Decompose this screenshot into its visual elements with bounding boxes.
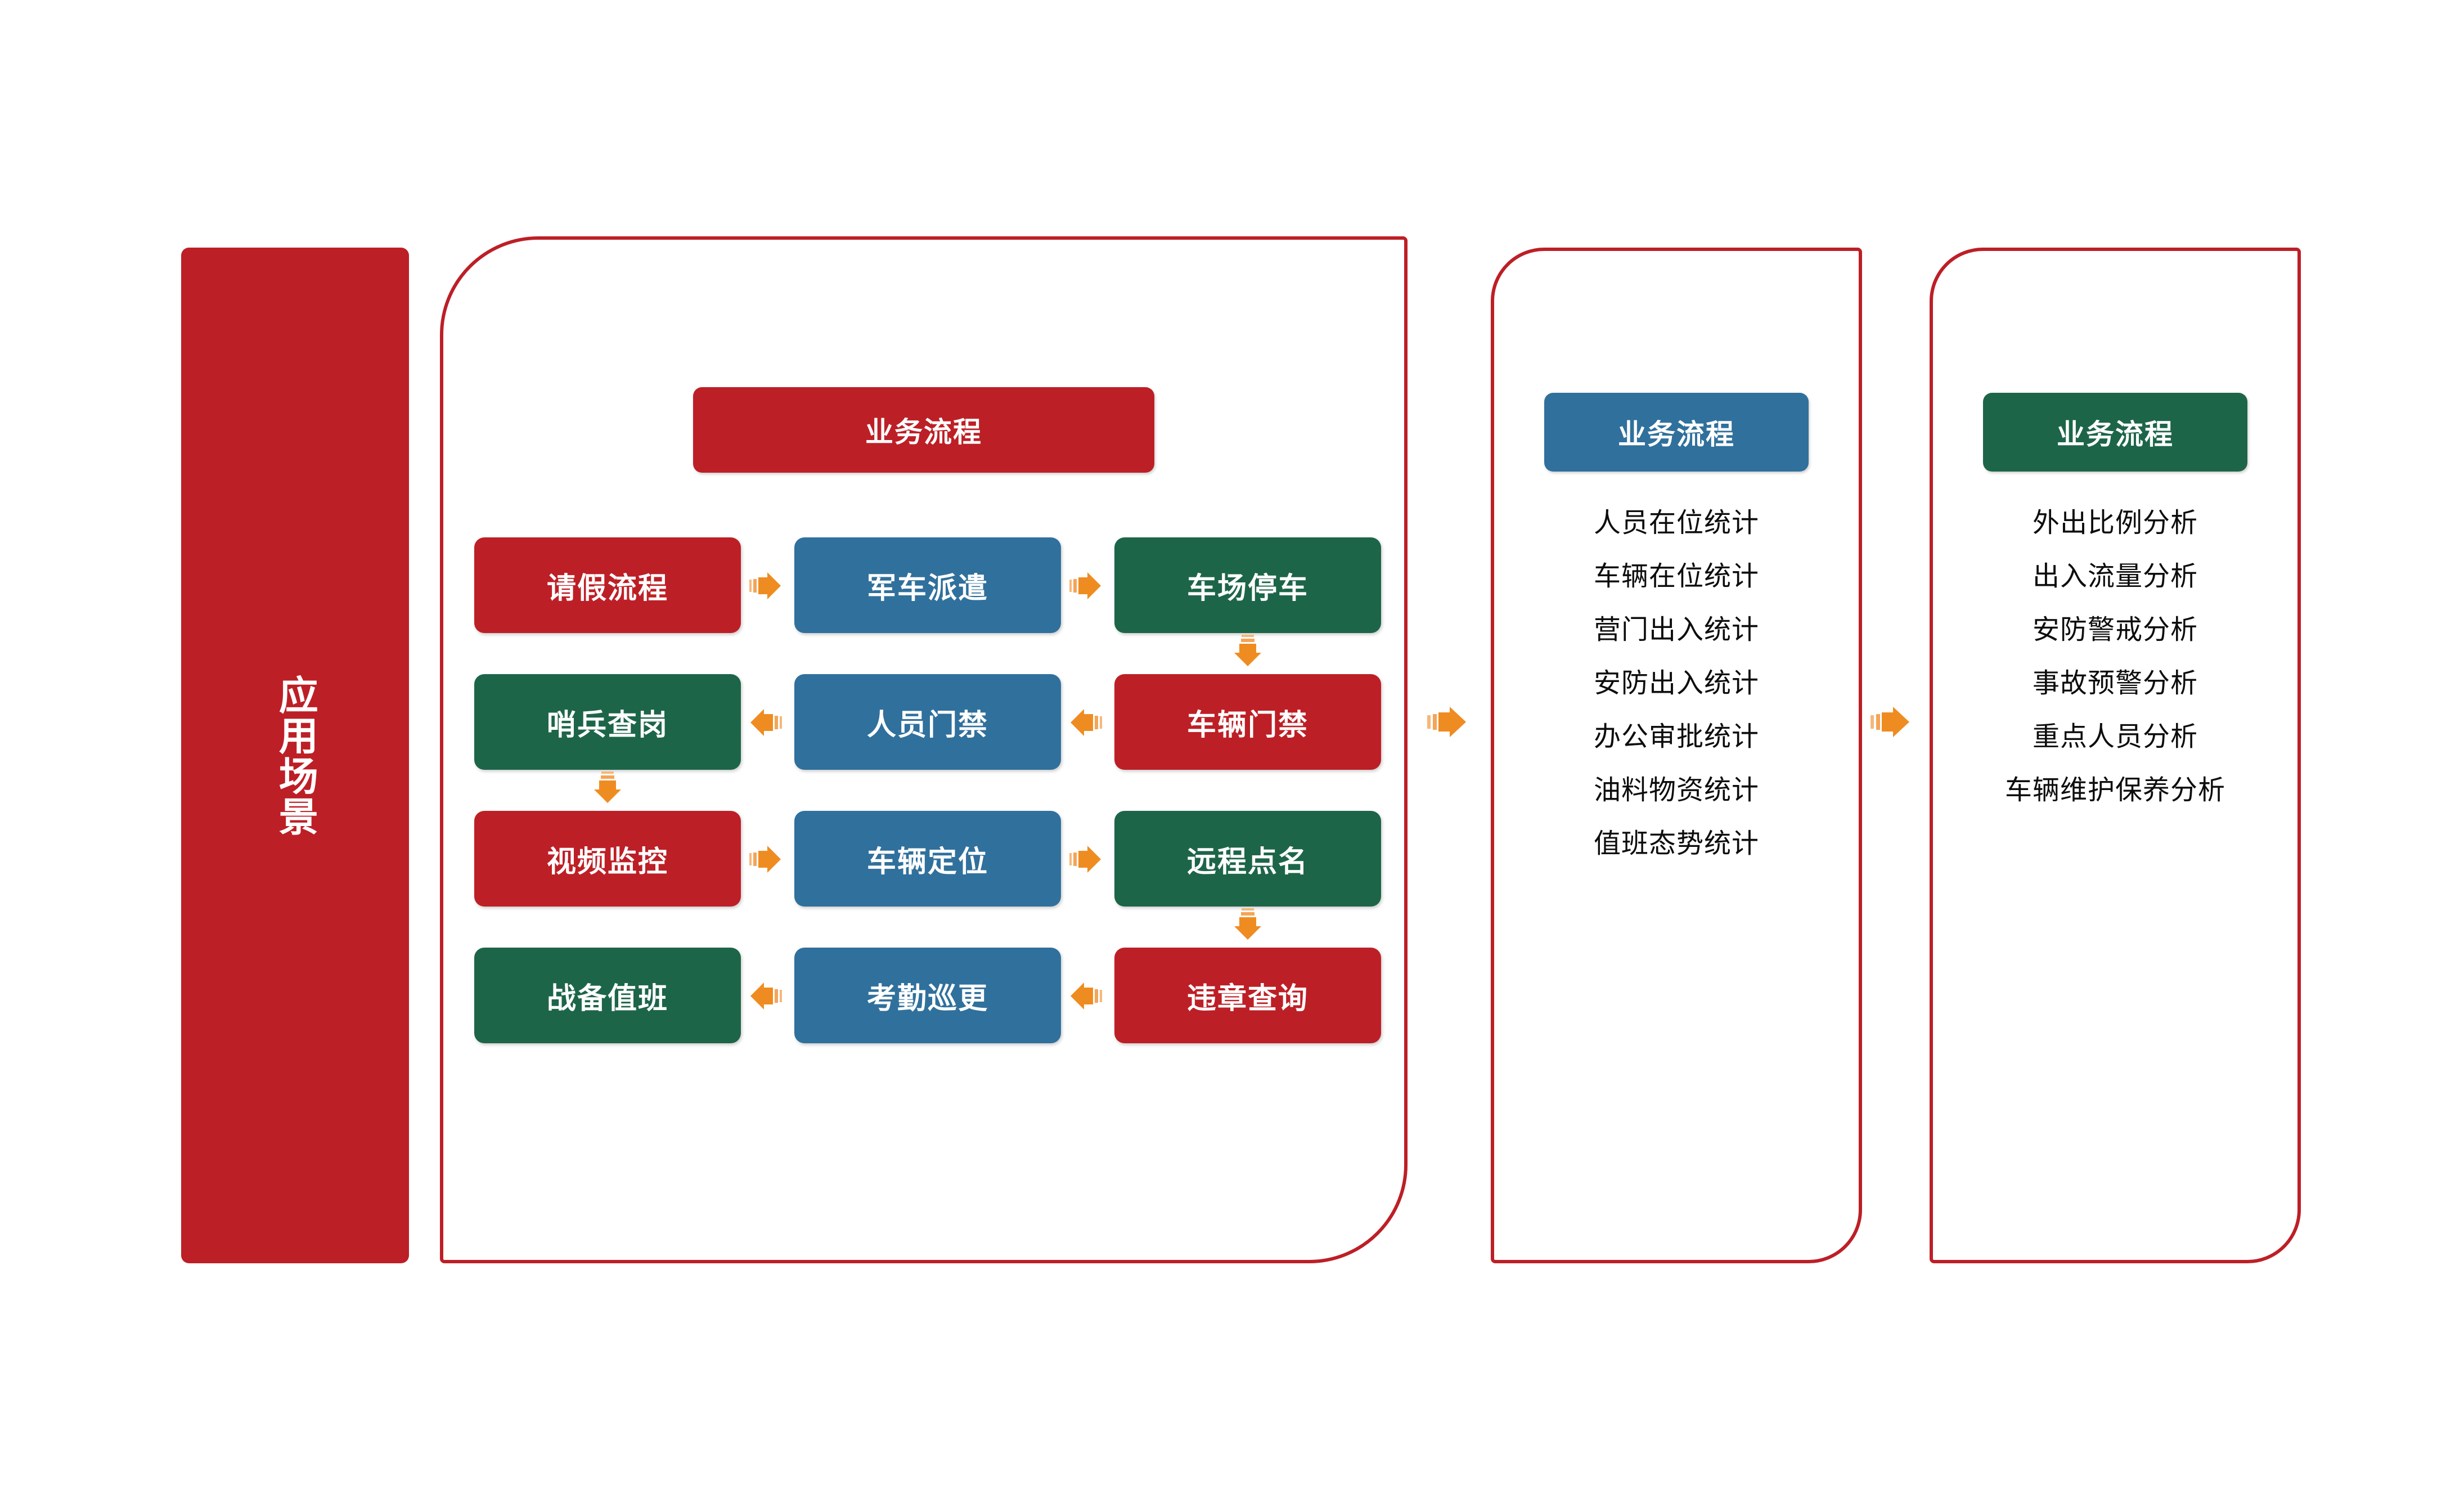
flow-box-label: 人员门禁	[866, 708, 988, 742]
flow-box-remote-roll-call[interactable]: 远程点名	[1114, 811, 1381, 907]
flow-box-label: 远程点名	[1186, 845, 1309, 879]
flow-box-sentry-check[interactable]: 哨兵查岗	[474, 674, 741, 770]
flow-box-label: 哨兵查岗	[546, 708, 668, 742]
list-item: 车辆维护保养分析	[2004, 774, 2225, 806]
flow-box-label: 战备值班	[546, 981, 668, 1016]
list-item: 值班态势统计	[1593, 828, 1759, 859]
flow-box-vehicle-positioning[interactable]: 车辆定位	[794, 811, 1061, 907]
list-item: 办公审批统计	[1593, 721, 1759, 752]
arrow-left-icon	[749, 981, 782, 1011]
business-statistics-list: 人员在位统计 车辆在位统计 营门出入统计 安防出入统计 办公审批统计 油料物资统…	[1491, 509, 1862, 883]
arrow-down-icon	[1233, 908, 1263, 941]
arrow-left-icon	[1069, 981, 1102, 1011]
arrow-right-icon	[749, 844, 782, 874]
flow-box-violation-query[interactable]: 违章查询	[1114, 948, 1381, 1043]
flow-box-leave-process[interactable]: 请假流程	[474, 537, 741, 633]
flow-box-vehicle-access-control[interactable]: 车辆门禁	[1114, 674, 1381, 770]
list-item: 车辆在位统计	[1593, 560, 1759, 592]
mid-panel-header-label: 业务流程	[1618, 418, 1735, 451]
arrow-right-icon	[1069, 844, 1102, 874]
flow-box-label: 视频监控	[546, 845, 668, 879]
list-item: 人员在位统计	[1593, 507, 1759, 539]
connector-arrow-right-icon	[1871, 705, 1911, 739]
right-panel-header-chip: 业务流程	[1983, 393, 2247, 472]
arrow-left-icon	[1069, 707, 1102, 738]
arrow-down-icon	[592, 771, 623, 804]
application-scenario-label: 应用场景	[272, 674, 319, 837]
list-item: 安防警戒分析	[2032, 614, 2198, 645]
main-panel-header-chip: 业务流程	[693, 387, 1154, 473]
flow-box-personnel-access-control[interactable]: 人员门禁	[794, 674, 1061, 770]
arrow-down-icon	[1233, 635, 1263, 667]
arrow-right-icon	[1069, 571, 1102, 601]
flow-box-attendance-patrol[interactable]: 考勤巡更	[794, 948, 1061, 1043]
list-item: 出入流量分析	[2032, 560, 2198, 592]
list-item: 营门出入统计	[1593, 614, 1759, 645]
list-item: 安防出入统计	[1593, 667, 1759, 699]
right-panel-header-label: 业务流程	[2057, 418, 2174, 451]
flow-box-label: 军车派遣	[866, 571, 988, 605]
application-scenario-banner: 应用场景	[181, 248, 409, 1263]
flow-box-label: 车场停车	[1186, 571, 1309, 605]
flow-box-military-vehicle-dispatch[interactable]: 军车派遣	[794, 537, 1061, 633]
flow-box-video-surveillance[interactable]: 视频监控	[474, 811, 741, 907]
flow-box-label: 考勤巡更	[866, 981, 988, 1016]
arrow-left-icon	[749, 707, 782, 738]
business-analysis-list: 外出比例分析 出入流量分析 安防警戒分析 事故预警分析 重点人员分析 车辆维护保…	[1930, 509, 2301, 830]
list-item: 油料物资统计	[1593, 774, 1759, 806]
connector-arrow-right-icon	[1427, 705, 1468, 739]
main-panel-header-label: 业务流程	[865, 416, 982, 448]
flow-box-combat-readiness-duty[interactable]: 战备值班	[474, 948, 741, 1043]
flow-box-label: 请假流程	[546, 571, 668, 605]
list-item: 事故预警分析	[2032, 667, 2198, 699]
flow-box-label: 车辆门禁	[1186, 708, 1309, 742]
flow-box-label: 车辆定位	[866, 845, 988, 879]
flow-box-label: 违章查询	[1186, 981, 1309, 1016]
flow-box-parking-lot[interactable]: 车场停车	[1114, 537, 1381, 633]
arrow-right-icon	[749, 571, 782, 601]
list-item: 外出比例分析	[2032, 507, 2198, 539]
mid-panel-header-chip: 业务流程	[1544, 393, 1809, 472]
list-item: 重点人员分析	[2032, 721, 2198, 752]
